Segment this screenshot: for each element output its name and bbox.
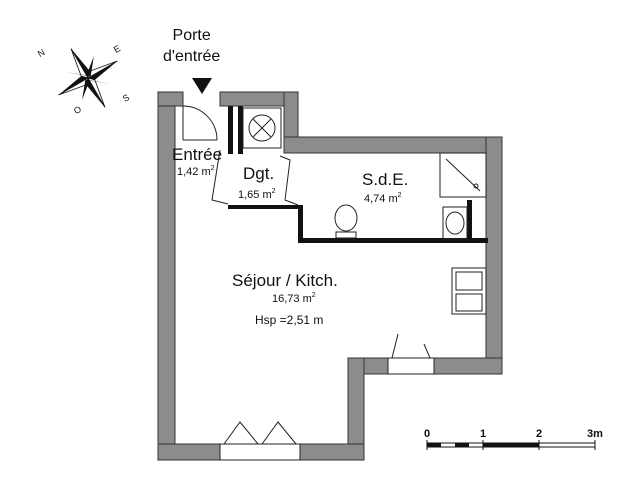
- scale-tick-1: 1: [479, 428, 487, 440]
- room-area-sde-unit: 2: [397, 192, 402, 199]
- compass-rose-icon: [58, 48, 118, 108]
- entrance-label-line1: Porte: [172, 27, 211, 44]
- room-area-dgt-value: 1,65 m: [238, 189, 272, 201]
- fixtures: [242, 107, 487, 315]
- room-name-dgt: Dgt.: [243, 164, 275, 183]
- toilet: [334, 204, 358, 232]
- room-name-sde: S.d.E.: [362, 170, 409, 189]
- washbasin: [442, 206, 468, 240]
- interior-walls: [228, 106, 488, 243]
- room-area-sejour-unit: 2: [311, 292, 316, 299]
- room-area-sde-value: 4,74 m: [364, 193, 398, 205]
- room-name-sejour: Séjour / Kitch.: [232, 271, 338, 290]
- room-area-entree-value: 1,42 m: [177, 166, 211, 178]
- entrance-arrow-icon: [192, 78, 212, 94]
- exterior-walls: [157, 91, 503, 461]
- room-area-sejour-value: 16,73 m: [272, 293, 312, 305]
- kitchen-sink: [451, 267, 487, 315]
- room-name-entree: Entrée: [172, 145, 223, 164]
- scale-tick-3: 3m: [587, 428, 603, 440]
- scale-tick-0: 0: [423, 428, 431, 440]
- doors: [182, 105, 435, 461]
- room-area-dgt-unit: 2: [271, 188, 276, 195]
- room-area-entree: 1,42 m2: [177, 165, 215, 178]
- shower-tray: [439, 152, 487, 198]
- room-area-sde: 4,74 m2: [364, 192, 402, 205]
- entrance-label: Porte d'entrée: [163, 25, 220, 67]
- room-area-entree-unit: 2: [210, 165, 215, 172]
- scale-bar: [426, 440, 596, 450]
- water-heater: [242, 107, 282, 149]
- room-height-sejour: Hsp =2,51 m: [255, 313, 324, 327]
- room-area-dgt: 1,65 m2: [238, 188, 276, 201]
- scale-tick-2: 2: [535, 428, 543, 440]
- room-area-sejour: 16,73 m2: [272, 292, 316, 305]
- entrance-label-line2: d'entrée: [163, 48, 221, 65]
